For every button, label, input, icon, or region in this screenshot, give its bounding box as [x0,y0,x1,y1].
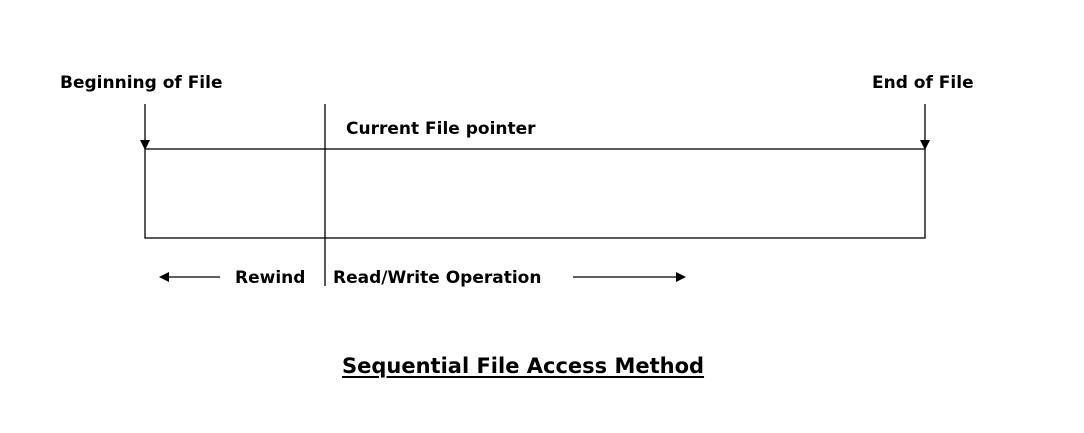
file-box [144,148,926,239]
current-file-pointer-label: Current File pointer [346,119,536,139]
diagram-title: Sequential File Access Method [342,354,705,378]
read-write-operation-label: Read/Write Operation [333,268,542,288]
end-of-file-label: End of File [872,73,974,93]
beginning-of-file-label: Beginning of File [60,73,223,93]
rewind-label: Rewind [235,268,306,288]
